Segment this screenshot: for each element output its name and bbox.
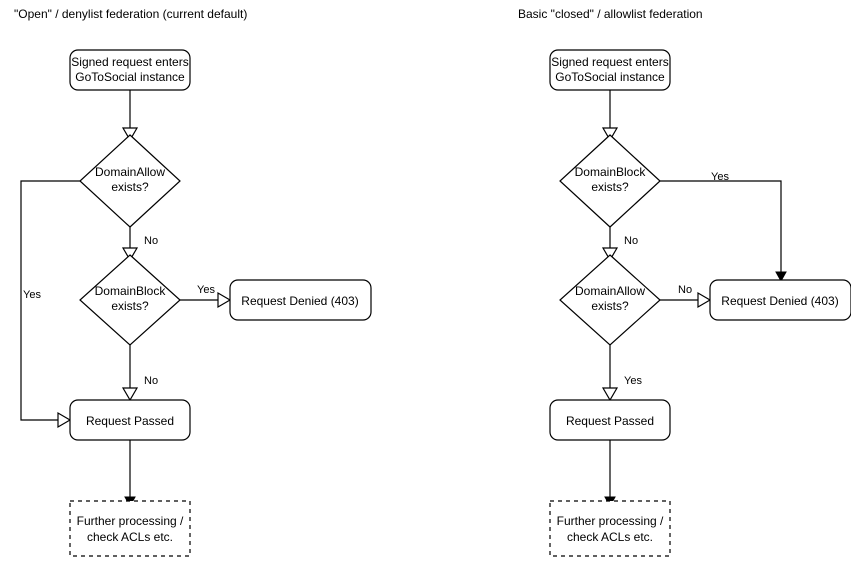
arrowhead-allow-yes-left [57,411,72,429]
node-request-denied-left[interactable]: Request Denied (403) [229,279,372,321]
edge-allow-yes-left [20,180,80,421]
node-request-passed-right[interactable]: Request Passed [549,399,671,441]
node-domainallow-right[interactable]: DomainAllow exists? [559,254,661,346]
edge-label-block-no-left: No [144,375,158,387]
edge-label-allow-yes-right: Yes [624,375,642,387]
diagram-title-right: Basic "closed" / allowlist federation [518,7,703,21]
edge-label-block-yes-left: Yes [197,284,215,296]
edge-label-block-yes-right: Yes [711,171,729,183]
node-domainallow-left[interactable]: DomainAllow exists? [79,134,181,228]
node-further-processing-left[interactable]: Further processing / check ACLs etc. [69,500,191,557]
node-request-denied-left-shape[interactable] [229,279,372,321]
node-request-denied-right-label: Request Denied (403) [721,294,838,308]
arrowhead-allow-no-right [697,291,712,309]
node-signed-request-right-line2: GoToSocial instance [555,70,665,84]
node-further-processing-left-line1: Further processing / [77,514,184,528]
node-domainblock-left[interactable]: DomainBlock exists? [79,254,181,346]
arrowhead-block-no-right [601,247,619,262]
node-domainblock-left-line2: exists? [111,299,149,313]
node-signed-request-left-line1: Signed request enters [71,55,188,69]
arrowhead-block-no-left [121,387,139,402]
diagram-closed-allowlist: Basic "closed" / allowlist federation Si… [518,7,851,557]
node-domainallow-right-line1: DomainAllow [575,284,645,298]
arrowhead-allow-no-left [121,247,139,262]
node-signed-request-left-line2: GoToSocial instance [75,70,185,84]
node-further-processing-left-shape[interactable] [69,500,191,557]
arrowhead-start-to-block-right [601,127,619,142]
node-domainallow-right-line2: exists? [591,299,629,313]
node-request-passed-right-label: Request Passed [566,414,654,428]
node-domainblock-right[interactable]: DomainBlock exists? [559,134,661,228]
node-further-processing-right-line1: Further processing / [557,514,664,528]
node-domainblock-left-line1: DomainBlock [95,284,167,298]
arrowhead-block-yes-right [775,271,787,283]
edge-label-allow-no-left: No [144,235,158,247]
diagram-open-denylist: "Open" / denylist federation (current de… [14,7,372,557]
node-request-passed-left[interactable]: Request Passed [69,399,191,441]
node-further-processing-right-shape[interactable] [549,500,671,557]
node-domainblock-right-line1: DomainBlock [575,165,647,179]
node-domainallow-left-line2: exists? [111,180,149,194]
edge-label-allow-no-right: No [678,284,692,296]
node-domainallow-left-line1: DomainAllow [95,165,165,179]
diagram-title-left: "Open" / denylist federation (current de… [14,7,247,21]
arrowhead-start-to-allow-left [121,127,139,142]
node-further-processing-right-line2: check ACLs etc. [567,530,653,544]
node-signed-request-right[interactable]: Signed request enters GoToSocial instanc… [549,49,671,91]
arrowhead-block-yes-left [217,291,232,309]
edge-label-block-no-right: No [624,235,638,247]
node-further-processing-left-line2: check ACLs etc. [87,530,173,544]
node-signed-request-left[interactable]: Signed request enters GoToSocial instanc… [69,49,191,91]
edge-label-allow-yes-left: Yes [23,289,41,301]
node-request-denied-left-label: Request Denied (403) [241,294,358,308]
node-further-processing-right[interactable]: Further processing / check ACLs etc. [549,500,671,557]
edge-block-yes-right [660,180,782,272]
node-request-denied-right-shape[interactable] [709,279,851,321]
node-signed-request-right-line1: Signed request enters [551,55,668,69]
node-request-passed-left-label: Request Passed [86,414,174,428]
node-domainblock-right-line2: exists? [591,180,629,194]
arrowhead-allow-yes-right [601,387,619,402]
node-request-denied-right[interactable]: Request Denied (403) [709,279,851,321]
